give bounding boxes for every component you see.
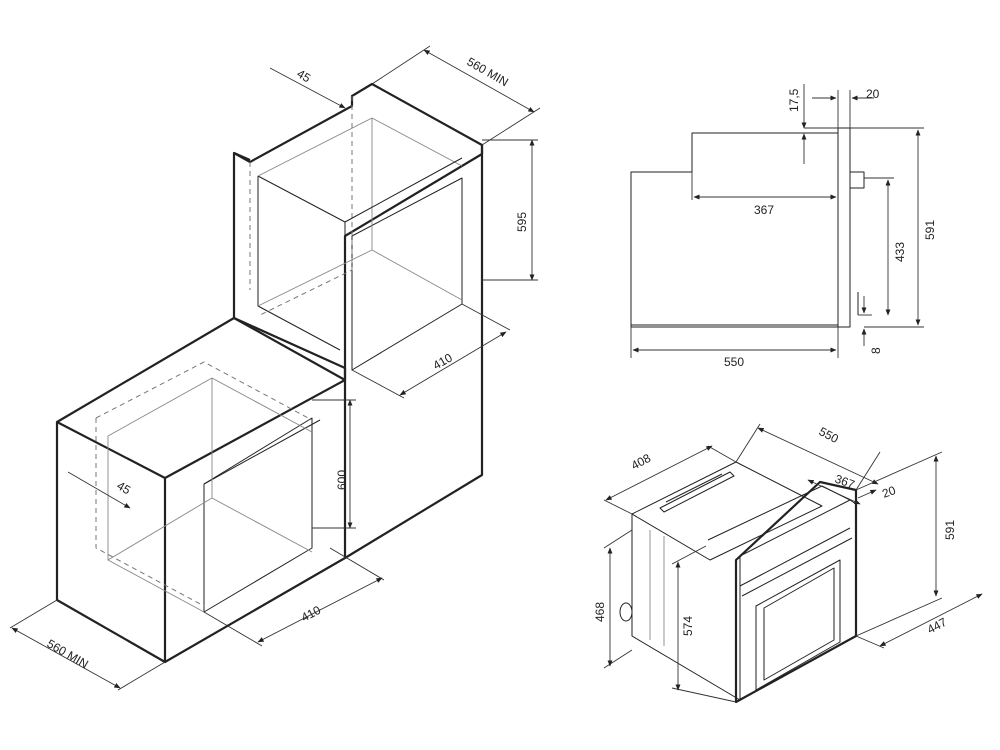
iso-left-height-label: 468: [593, 602, 607, 622]
bottom-offset-label: 8: [869, 347, 883, 354]
cavity-height-label: 433: [893, 242, 907, 262]
lower-height-label: 600: [335, 470, 349, 490]
upper-niche-cabinet: [232, 82, 484, 559]
upper-width-label: 410: [431, 350, 456, 372]
iso-base-depth-label: 447: [925, 615, 950, 637]
lower-width-label: 410: [299, 603, 324, 625]
iso-panel-label: 20: [880, 483, 898, 501]
panel-label: 20: [866, 87, 880, 101]
oven-side-view: [630, 127, 865, 328]
inner-depth-label: 367: [754, 203, 774, 217]
body-depth-label: 550: [724, 355, 744, 369]
lower-depth-label: 560 MIN: [45, 636, 91, 671]
total-height-label: 591: [923, 220, 937, 240]
iso-depth-label: 550: [817, 424, 842, 446]
top-offset-label: 17,5: [787, 88, 801, 112]
side-view-dimensions: 17,5 20 367 591 433 550 8: [630, 84, 937, 369]
isometric-dimensions: 408 550 367 20 591 447 468 574: [593, 423, 983, 703]
iso-height-label: 591: [943, 520, 957, 540]
iso-inner-depth-label: 367: [833, 472, 857, 492]
upper-setback-label: 45: [295, 66, 314, 85]
iso-width-label: 408: [629, 451, 654, 473]
iso-inner-height-label: 574: [681, 616, 695, 636]
upper-height-label: 595: [515, 212, 529, 232]
lower-niche-cabinet: [55, 316, 347, 664]
upper-niche-dimensions: 560 MIN 45 595 410: [269, 45, 541, 399]
lower-setback-label: 45: [115, 478, 134, 497]
upper-depth-label: 560 MIN: [465, 54, 511, 89]
lower-niche-dimensions: 45 600 410 560 MIN: [9, 399, 385, 691]
oven-isometric-view: [619, 461, 858, 704]
